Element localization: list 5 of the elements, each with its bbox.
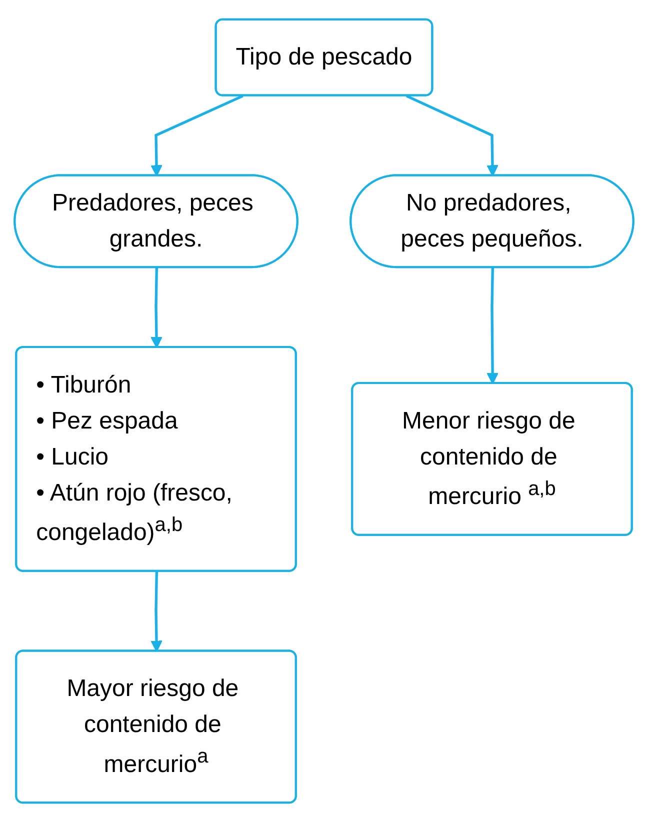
arrow: [150, 268, 162, 348]
arrow: [150, 572, 162, 652]
arrow: [150, 94, 244, 176]
arrow: [406, 94, 498, 176]
arrow: [486, 268, 498, 384]
